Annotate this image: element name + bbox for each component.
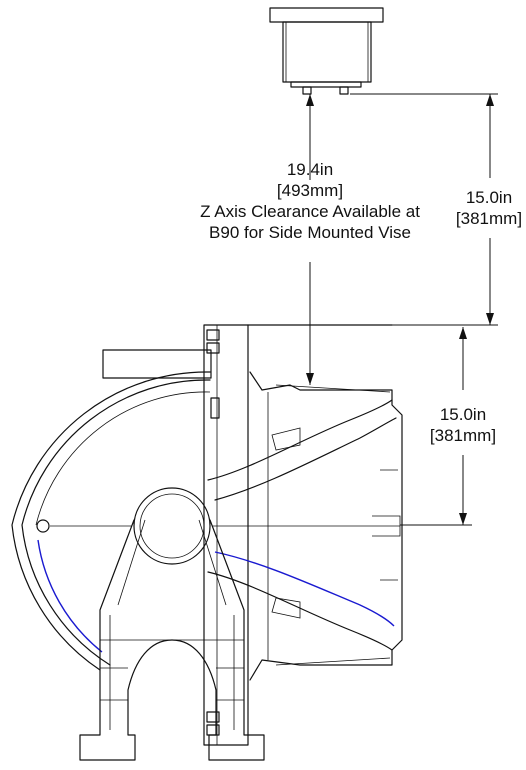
dimension-lines <box>50 93 498 527</box>
rotary-table <box>11 324 403 746</box>
spindle-head <box>269 7 384 95</box>
lower-right-dimension-imperial: 15.0in <box>439 405 487 424</box>
upper-right-dimension-imperial: 15.0in <box>465 188 513 207</box>
center-dimension-metric: [493mm] <box>276 181 344 200</box>
trunnion-support <box>79 487 265 761</box>
center-dimension-imperial: 19.4in <box>286 160 334 179</box>
center-dimension-note-line1: Z Axis Clearance Available at <box>200 202 420 221</box>
lower-right-dimension-metric: [381mm] <box>429 426 497 445</box>
upper-right-dimension-metric: [381mm] <box>455 209 523 228</box>
center-dimension-note-line2: B90 for Side Mounted Vise <box>209 223 411 242</box>
